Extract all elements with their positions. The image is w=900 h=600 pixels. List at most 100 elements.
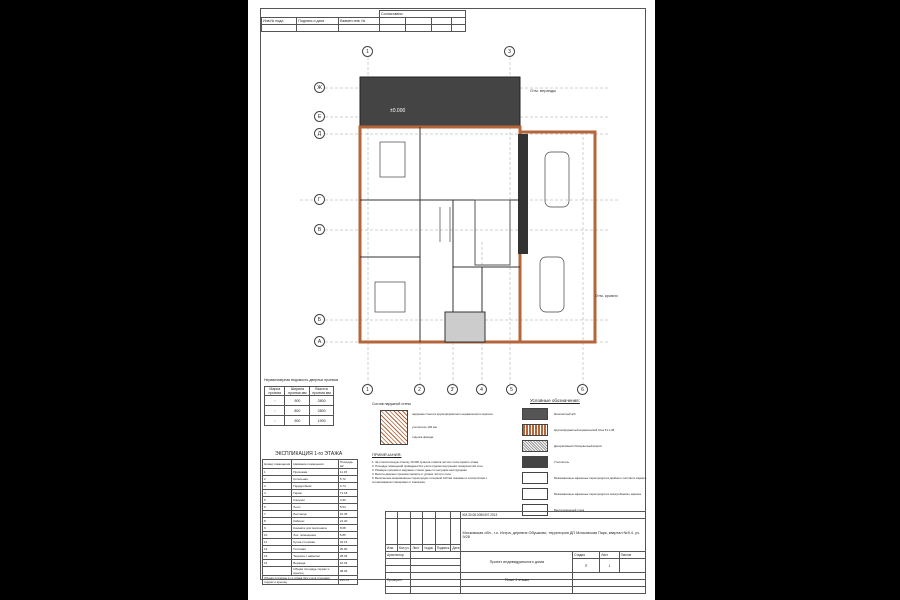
cell: 28.03 — [337, 552, 359, 560]
notes: 1. За относительную отметку ±0.000 приня… — [372, 460, 507, 484]
cell: 4 — [261, 489, 293, 497]
legend-label: Вентиляционный стояк — [554, 508, 585, 512]
cell: 30.90 — [337, 545, 359, 553]
terrace-mark: Отм. веранды — [530, 88, 556, 93]
cell: Котельная — [291, 475, 339, 483]
cell: 3.74 — [337, 482, 359, 490]
col: Подпись — [434, 544, 452, 552]
floor-total-label: Общая площадь 1-го этажа без учета площа… — [262, 575, 339, 585]
agreed-label: Согласовано — [379, 10, 466, 18]
th: Высота проема мм — [309, 386, 334, 396]
cell: Лестница — [291, 510, 339, 518]
cell: Холл — [291, 503, 339, 511]
legend-swatch-icon — [522, 472, 548, 484]
sheet-name: План 1 этажа — [460, 572, 574, 587]
cell: 2800 — [309, 405, 334, 416]
legend-swatch-icon — [522, 456, 548, 468]
legend-swatch-icon — [522, 408, 548, 420]
cell: 8 — [261, 517, 293, 525]
legend-item: Межкомнатные каркасные перегородки из дв… — [522, 470, 647, 486]
legend-item: Крупноформатный керамический блок 51 и 3… — [522, 422, 647, 438]
roof-mark: Отм. кровли — [595, 293, 618, 298]
axis-bubble: 3 — [504, 46, 515, 57]
axis-bubble: Б — [314, 314, 325, 325]
legend-item: Монолитный ж/б — [522, 406, 647, 422]
project-name: Проект индивидуального дома — [460, 551, 574, 573]
cell: 11.15 — [337, 468, 359, 476]
address: Московская обл., г.о. Истра, деревня Обу… — [460, 518, 646, 552]
cell: 12 — [261, 545, 293, 553]
axis-bubble: 4 — [476, 384, 487, 395]
axis-bubble: В — [314, 224, 325, 235]
repl-inv-label: Взамен инв. № — [338, 17, 380, 25]
cell: 10 — [261, 531, 293, 539]
cell: Санузел — [291, 496, 339, 504]
cell: 6 — [261, 503, 293, 511]
cell: 13 — [261, 552, 293, 560]
cell: 1900 — [309, 415, 334, 426]
axis-bubble: А — [314, 336, 325, 347]
col: Дата — [450, 544, 462, 552]
sheet-label: Лист — [599, 551, 620, 559]
cell: 9 — [261, 524, 293, 532]
axis-bubble: Е — [314, 111, 325, 122]
cell: 71.18 — [337, 489, 359, 497]
legend-label: Крупноформатный керамический блок 51 и 3… — [554, 428, 615, 432]
legend-item: Межкомнатные каркасные перегородки из па… — [522, 486, 647, 502]
cell: 3 — [261, 482, 293, 490]
cell: 5.85 — [337, 531, 359, 539]
cell: Терраса с навесом — [291, 552, 339, 560]
cell: 2 — [261, 475, 293, 483]
roof-hatch — [360, 77, 520, 127]
note-item: 2. Площадь помещений приведена без учета… — [372, 464, 484, 468]
axis-bubble: 3' — [447, 384, 458, 395]
legend-label: Утеплитель — [554, 460, 570, 464]
architect-label: Архитектор — [384, 551, 412, 559]
cell: 5.54 — [337, 503, 359, 511]
wall-section-title: Состав наружной стены — [372, 402, 411, 406]
door-table-title: Неравномерная ведомость дверных проемов — [264, 378, 339, 382]
col: Кол.уч. — [396, 544, 412, 552]
cell: 4.90 — [337, 496, 359, 504]
cell: Гостиная — [291, 545, 339, 553]
cell: 21.20 — [337, 517, 359, 525]
col: Лист — [410, 544, 424, 552]
sheet-value: 1 — [599, 558, 620, 573]
floor-mark: ±0.000 — [390, 108, 405, 114]
th: Марка проема — [263, 386, 286, 396]
cell: 900 — [284, 415, 311, 426]
checked-label: Проверил — [384, 572, 412, 587]
legend-item: Декоративный облицовочный кирпич — [522, 438, 647, 454]
cell: 32.15 — [337, 538, 359, 546]
legend-swatch-icon — [522, 488, 548, 500]
cell: 5 — [261, 496, 293, 504]
cell: 5.72 — [337, 475, 359, 483]
sign-date-label: Подпись и дата — [296, 17, 340, 25]
th: Номер помещения — [261, 459, 293, 469]
note-item: 3. Размеры проемов в наружных стенах дан… — [372, 468, 468, 472]
legend-title: Условные обозначения: — [530, 398, 580, 403]
cell: Прихожая — [291, 468, 339, 476]
axis-bubble: 2 — [414, 384, 425, 395]
cell: 10.35 — [337, 510, 359, 518]
inv-label: Инв.№ подл. — [260, 17, 298, 25]
notes-title: ПРИМЕЧАНИЯ: — [372, 452, 402, 457]
axis-bubble: 5 — [506, 384, 517, 395]
legend-label: Межкомнатные каркасные перегородки из па… — [554, 492, 641, 496]
cell: 1 — [261, 468, 293, 476]
floor-plan: ±0.000 Отм. веранды Отм. кровли — [300, 52, 620, 387]
wall-layer: утеплитель 100 мм — [412, 425, 437, 429]
legend-label: Монолитный ж/б — [554, 412, 576, 416]
